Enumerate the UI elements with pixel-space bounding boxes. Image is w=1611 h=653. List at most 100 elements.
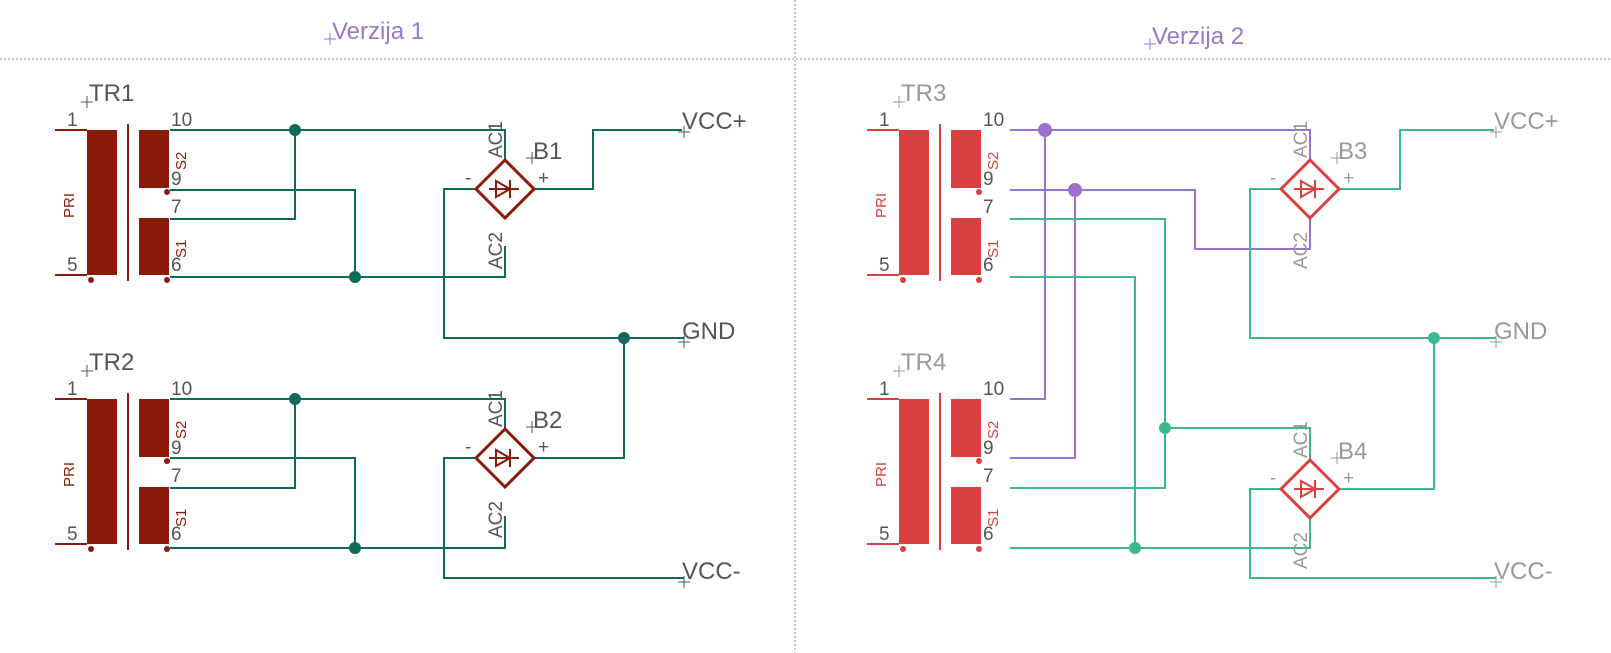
- wire: [534, 338, 625, 459]
- bridge-minus-label: -: [465, 437, 471, 458]
- polarity-dot: [88, 277, 94, 283]
- origin-cross-mark: [324, 33, 336, 45]
- wire: [1249, 188, 1496, 339]
- pin-number: 10: [171, 379, 192, 400]
- wire: [534, 129, 682, 190]
- junction-dot: [618, 332, 630, 344]
- pin-number: 6: [171, 524, 182, 545]
- origin-cross-mark: [1144, 38, 1156, 50]
- wire: [1010, 518, 1311, 549]
- coil-label-s1: S1: [985, 240, 1002, 258]
- wire: [170, 399, 296, 489]
- pin-number: 9: [171, 438, 182, 459]
- bridge-ref-label: B4: [1338, 438, 1367, 465]
- transformer-ref-label: TR1: [89, 80, 134, 107]
- junction-dot: [1038, 123, 1052, 137]
- wire: [1010, 189, 1311, 250]
- transformer-ref-label: TR3: [901, 80, 946, 107]
- pin-number: 1: [879, 379, 890, 400]
- origin-cross-mark: [678, 336, 690, 348]
- pin-number: 7: [171, 466, 182, 487]
- coil-label-s2: S2: [173, 421, 190, 439]
- secondary-winding-s2: [139, 130, 169, 188]
- bridge-body: [1278, 157, 1342, 221]
- wire: [170, 189, 356, 279]
- net-label: VCC+: [682, 108, 747, 135]
- primary-label: PRI: [61, 462, 78, 487]
- secondary-winding-s1: [951, 218, 981, 275]
- coil-label-s1: S1: [173, 509, 190, 527]
- net-label: VCC+: [1494, 108, 1559, 135]
- bridge-body: [473, 426, 537, 490]
- bridge-ac2-label: AC2: [1291, 232, 1312, 269]
- wire: [1339, 129, 1494, 190]
- polarity-dot: [88, 546, 94, 552]
- bridge-minus-label: -: [1270, 168, 1276, 189]
- pin-number: 10: [983, 379, 1004, 400]
- primary-label: PRI: [873, 462, 890, 487]
- transformer-ref-label: TR2: [89, 349, 134, 376]
- junction-dot: [289, 393, 301, 405]
- bridge-ac2-label: AC2: [486, 501, 507, 538]
- bridge-ac2-label: AC2: [486, 232, 507, 269]
- bridge-ac1-label: AC1: [1291, 121, 1312, 158]
- pin-number: 5: [67, 255, 78, 276]
- wire: [1010, 190, 1076, 459]
- pin-number: 6: [983, 524, 994, 545]
- bridge-minus-label: -: [1270, 468, 1276, 489]
- bridge-plus-label: +: [538, 168, 549, 189]
- polarity-dot: [900, 546, 906, 552]
- secondary-winding-s1: [139, 218, 169, 275]
- primary-winding: [899, 399, 929, 544]
- wire: [170, 457, 356, 549]
- origin-cross-mark: [526, 421, 538, 433]
- origin-cross-mark: [1331, 452, 1343, 464]
- wire: [170, 246, 506, 278]
- junction-dot: [1068, 183, 1082, 197]
- net-label: GND: [682, 318, 735, 345]
- pin-number: 5: [879, 524, 890, 545]
- polarity-dot: [164, 458, 170, 464]
- bridge-plus-label: +: [1343, 168, 1354, 189]
- polarity-dot: [976, 277, 982, 283]
- pin-number: 9: [171, 169, 182, 190]
- primary-winding: [87, 399, 117, 544]
- wire: [1010, 276, 1136, 548]
- origin-cross-mark: [526, 152, 538, 164]
- secondary-winding-s2: [139, 399, 169, 457]
- wire: [443, 188, 684, 339]
- wire: [1010, 129, 1311, 159]
- secondary-winding-s2: [951, 130, 981, 188]
- polarity-dot: [164, 277, 170, 283]
- bridge-ac1-label: AC1: [486, 121, 507, 158]
- wire: [170, 398, 506, 429]
- pin-number: 1: [879, 110, 890, 131]
- coil-label-s1: S1: [173, 240, 190, 258]
- junction-dot: [349, 542, 361, 554]
- origin-cross-mark: [1490, 336, 1502, 348]
- origin-cross-mark: [678, 126, 690, 138]
- pin-number: 1: [67, 110, 78, 131]
- pin-number: 5: [67, 524, 78, 545]
- origin-cross-mark: [81, 365, 93, 377]
- coil-label-s1: S1: [985, 509, 1002, 527]
- pin-number: 7: [171, 197, 182, 218]
- bridge-ac1-label: AC1: [1291, 421, 1312, 458]
- primary-label: PRI: [61, 193, 78, 218]
- bridge-minus-label: -: [465, 168, 471, 189]
- pin-number: 5: [879, 255, 890, 276]
- pin-number: 7: [983, 197, 994, 218]
- secondary-winding-s1: [139, 487, 169, 544]
- coil-label-s2: S2: [173, 152, 190, 170]
- junction-dot: [1129, 542, 1141, 554]
- polarity-dot: [976, 189, 982, 195]
- origin-cross-mark: [893, 96, 905, 108]
- polarity-dot: [164, 546, 170, 552]
- polarity-dot: [976, 546, 982, 552]
- wire: [443, 457, 684, 579]
- pin-number: 9: [983, 169, 994, 190]
- transformer-ref-label: TR4: [901, 349, 946, 376]
- wire: [1010, 428, 1166, 489]
- net-label: VCC-: [1494, 558, 1553, 585]
